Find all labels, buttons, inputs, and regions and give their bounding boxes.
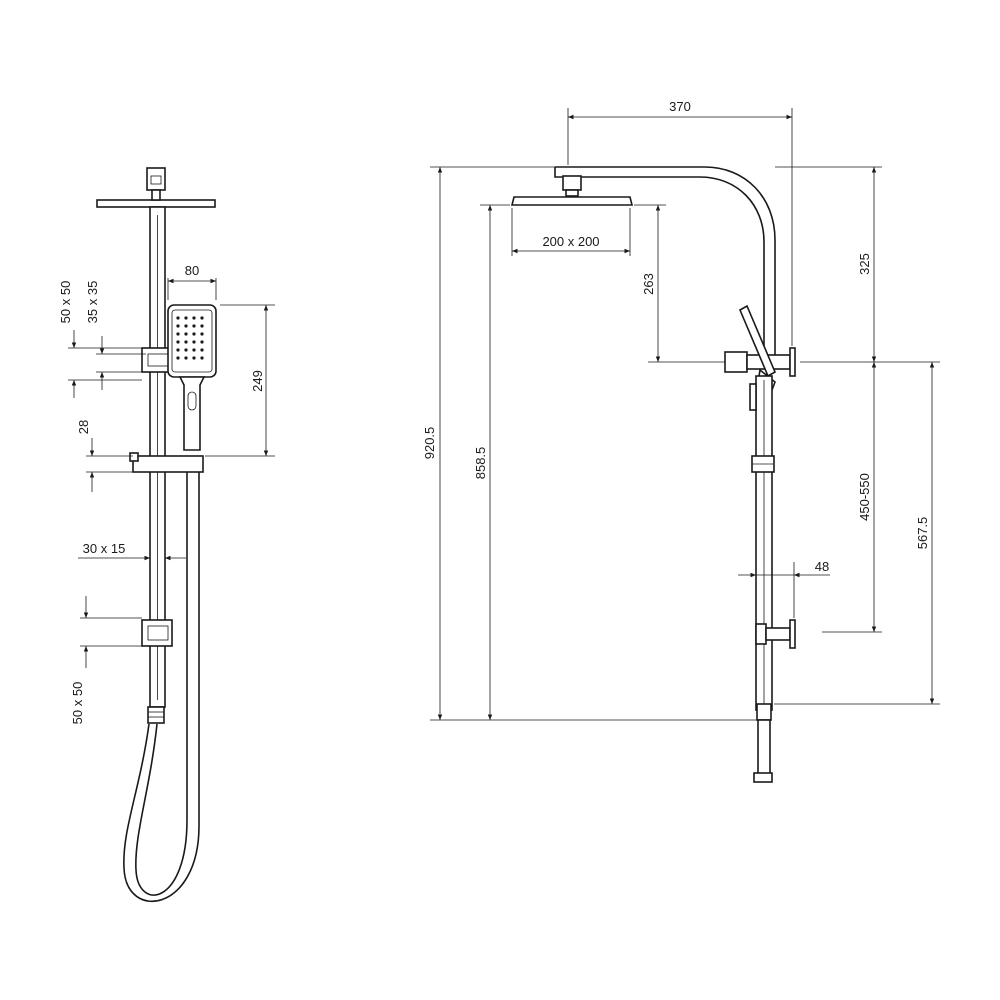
dim-head-height: 858.5 <box>473 204 510 720</box>
dim-rail-section: 35 x 35 <box>85 281 146 390</box>
side-shower-head <box>510 175 634 206</box>
dim-label-920-5: 920.5 <box>422 427 437 460</box>
dim-label-28: 28 <box>76 420 91 434</box>
dim-handset-width: 80 <box>167 263 217 300</box>
dim-label-200x200: 200 x 200 <box>542 234 599 249</box>
dim-rail-size: 30 x 15 <box>78 541 186 561</box>
front-hose <box>123 472 200 903</box>
dim-bracket-spacing: 450-550 <box>822 362 882 633</box>
side-shower-arm <box>554 166 776 362</box>
side-rail <box>749 375 775 711</box>
dim-holder-height: 28 <box>76 420 133 492</box>
dim-wall-offset: 48 <box>738 559 830 618</box>
dim-label-249: 249 <box>250 370 265 392</box>
dim-label-567-5: 567.5 <box>915 517 930 550</box>
dim-label-50x50-bottom: 50 x 50 <box>70 682 85 725</box>
dim-label-50x50-top: 50 x 50 <box>58 281 73 324</box>
dim-upper-bracket: 50 x 50 <box>58 281 142 398</box>
dim-label-858-5: 858.5 <box>473 447 488 480</box>
side-view: 370 200 x 200 263 325 450-550 <box>422 99 940 783</box>
dim-handset-height: 249 <box>205 304 275 457</box>
dim-arm-height: 325 <box>775 166 940 363</box>
front-shower-head <box>96 167 216 208</box>
dim-overall-height: 920.5 <box>422 166 760 721</box>
front-view: 80 249 50 x 50 35 x 35 <box>58 167 275 903</box>
dim-label-35x35: 35 x 35 <box>85 281 100 324</box>
front-hand-shower <box>167 304 217 451</box>
dim-label-450-550: 450-550 <box>857 473 872 521</box>
dim-label-48: 48 <box>815 559 829 574</box>
dim-head-size: 200 x 200 <box>511 208 631 256</box>
dim-label-263: 263 <box>641 273 656 295</box>
front-upper-bracket <box>141 347 171 373</box>
front-handset-holder <box>129 452 204 473</box>
dim-arm-reach: 370 <box>567 99 793 346</box>
front-lower-bracket <box>141 619 173 647</box>
dim-label-325: 325 <box>857 253 872 275</box>
dim-lower-height: 567.5 <box>774 362 940 705</box>
dim-head-to-bracket: 263 <box>634 204 725 363</box>
side-lower-bracket <box>755 619 796 649</box>
dim-label-370: 370 <box>669 99 691 114</box>
dim-lower-bracket: 50 x 50 <box>70 596 142 724</box>
dim-label-80: 80 <box>185 263 199 278</box>
dim-label-30x15: 30 x 15 <box>83 541 126 556</box>
side-hose <box>753 703 773 783</box>
